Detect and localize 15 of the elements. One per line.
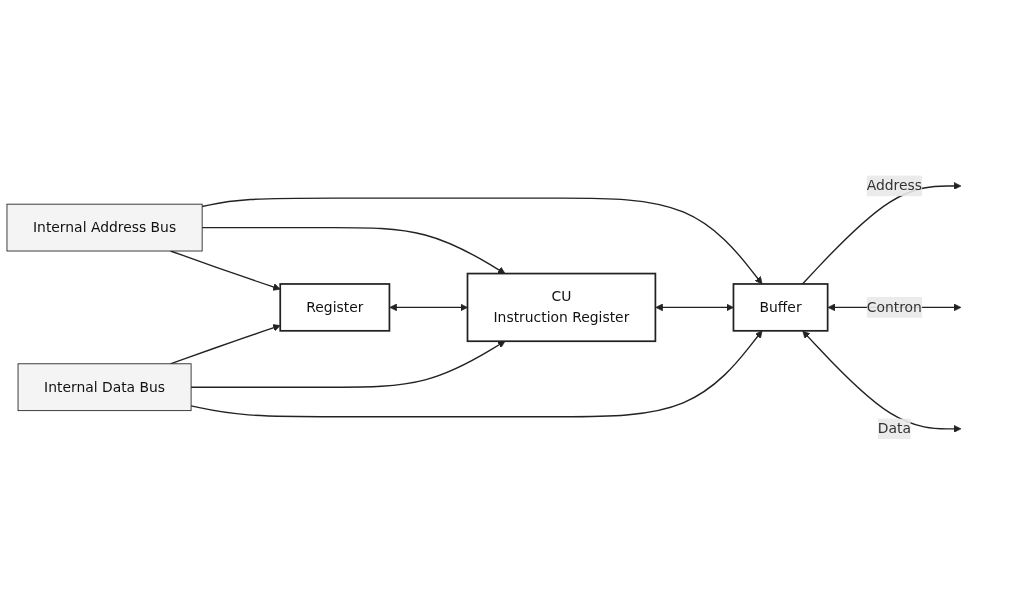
node-box: Buffer (732, 282, 829, 332)
arrow (802, 330, 962, 433)
arrow (201, 226, 506, 274)
edge-label: Contron (866, 298, 922, 315)
arrow (190, 340, 506, 388)
arrow (389, 303, 468, 311)
arrow (655, 303, 734, 311)
arrow (190, 330, 763, 417)
edge-label: Address (866, 176, 922, 194)
arrow (201, 197, 763, 284)
edge-label: Data (877, 419, 911, 437)
node-box: Internal Data Bus (17, 362, 192, 411)
node-box: Internal Address Bus (6, 203, 203, 252)
node-box: CU Instruction Register (466, 272, 657, 342)
node-box: Register (279, 282, 391, 332)
